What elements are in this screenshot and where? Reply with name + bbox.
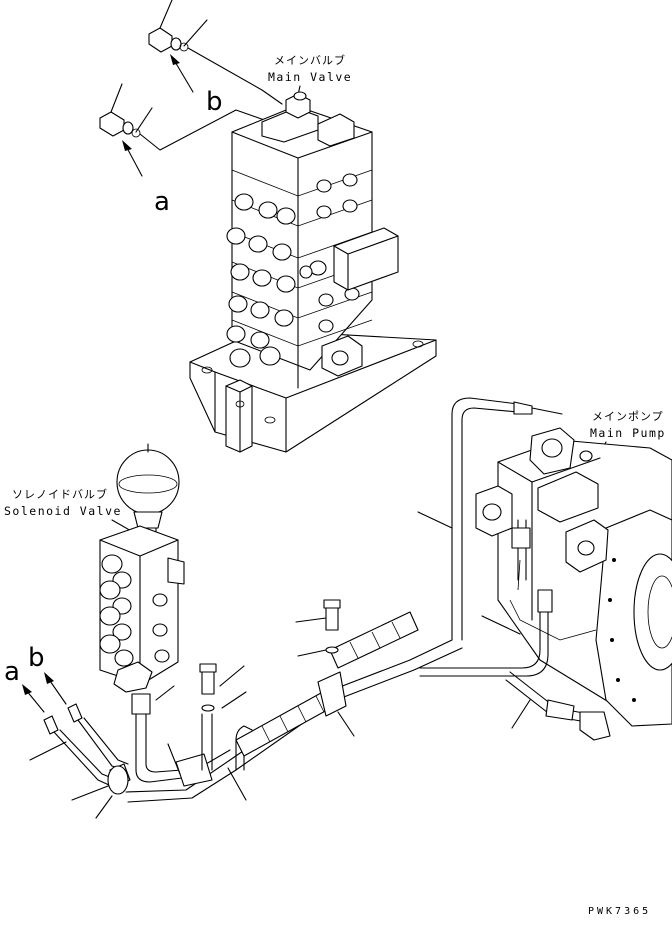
tubes-left bbox=[43, 703, 131, 795]
drawing-code: PWK7365 bbox=[588, 906, 651, 917]
solenoid-label-en: Solenoid Valve bbox=[4, 504, 122, 518]
solenoid-label-jp: ソレノイドバルブ bbox=[12, 487, 108, 501]
callout-a-left: a bbox=[4, 657, 20, 687]
main-valve-label-en: Main Valve bbox=[268, 70, 352, 84]
leader-clamp-1 bbox=[337, 711, 355, 737]
arrow-left-a bbox=[22, 684, 45, 713]
tube-a bbox=[139, 109, 271, 151]
arrow-b bbox=[170, 54, 194, 93]
main-pump bbox=[475, 427, 672, 727]
fitting-b-top bbox=[148, 0, 208, 53]
leader-hose-4 bbox=[155, 685, 175, 701]
tube-b bbox=[187, 47, 283, 105]
accumulator bbox=[116, 443, 180, 543]
main-valve-label-jp: メインバルブ bbox=[274, 53, 346, 67]
hose-leader-2 bbox=[481, 615, 521, 635]
leader-washer-2 bbox=[221, 691, 247, 709]
solenoid-valve bbox=[99, 525, 185, 693]
clamp-2 bbox=[175, 663, 217, 787]
arrow-left-b bbox=[44, 672, 67, 705]
leader-clamp-3 bbox=[167, 743, 181, 775]
main-pump-label-en: Main Pump bbox=[590, 426, 666, 440]
hose-upper-right bbox=[451, 397, 563, 641]
leader-tube-1 bbox=[29, 741, 67, 761]
callout-b-top: b bbox=[206, 87, 223, 117]
hose-leader-3 bbox=[511, 699, 531, 729]
clamp-1 bbox=[317, 599, 347, 717]
leader-clamp-2 bbox=[227, 767, 247, 801]
leader-bolt-2 bbox=[219, 665, 245, 687]
fitting-a-top bbox=[99, 83, 153, 138]
callout-b-left: b bbox=[28, 643, 45, 673]
leader-tube-3 bbox=[95, 795, 113, 819]
main-pump-label-jp: メインポンプ bbox=[592, 410, 664, 423]
main-valve bbox=[189, 91, 437, 453]
protector-sleeve bbox=[235, 611, 419, 757]
hose-mid-right bbox=[419, 519, 553, 677]
leader-bolt-1 bbox=[295, 617, 327, 623]
hose-leader-1 bbox=[417, 511, 453, 529]
callout-a-top: a bbox=[154, 187, 170, 217]
hose-lower-right bbox=[505, 671, 611, 741]
leader-washer-1 bbox=[297, 649, 327, 657]
leader-tube-2 bbox=[71, 785, 109, 801]
arrow-a bbox=[122, 140, 143, 177]
left-fittings bbox=[226, 193, 327, 368]
right-ports bbox=[316, 173, 360, 333]
